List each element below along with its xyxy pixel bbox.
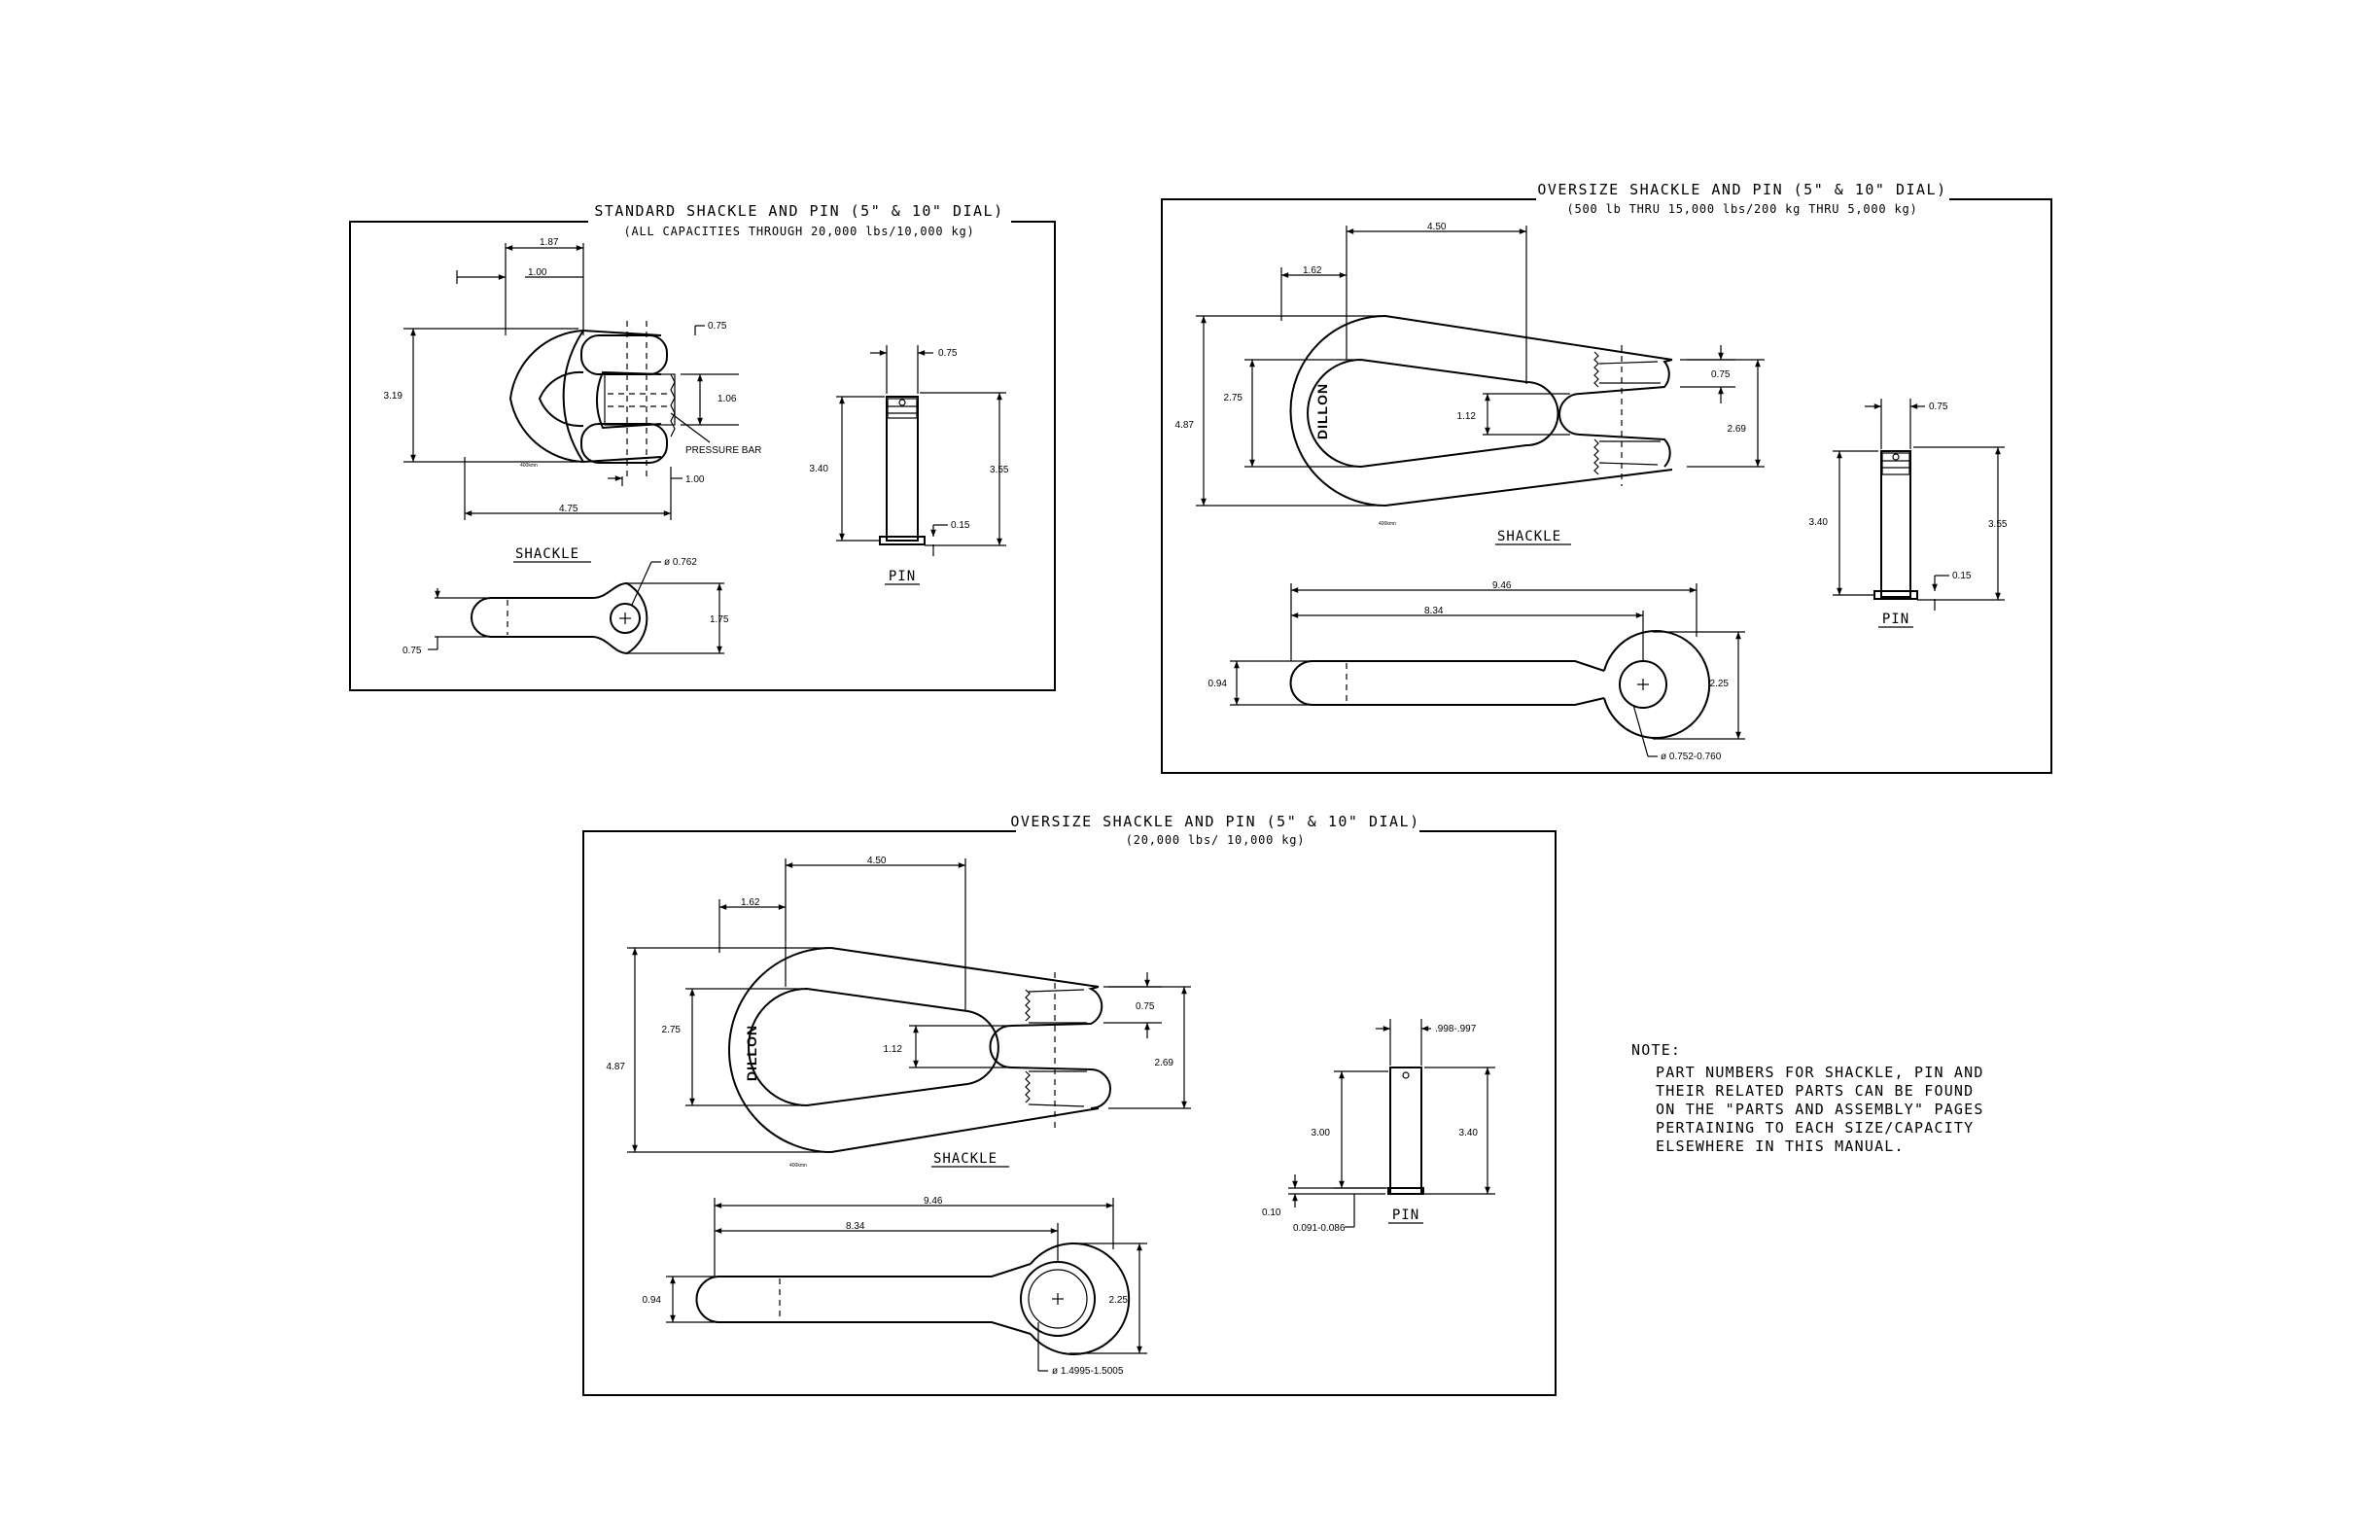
- p3-dim-2-25: 2.25: [1109, 1295, 1129, 1306]
- panel-oversize-shackle-large: OVERSIZE SHACKLE AND PIN (5" & 10" DIAL)…: [582, 813, 1557, 1396]
- pressure-bar-label: PRESSURE BAR: [685, 445, 761, 456]
- panel-3-subtitle: (20,000 lbs/ 10,000 kg): [1126, 833, 1306, 847]
- p3-dim-1-12: 1.12: [884, 1044, 903, 1055]
- panel-3-title: OVERSIZE SHACKLE AND PIN (5" & 10" DIAL): [1010, 813, 1419, 830]
- oversize-shackle-top-view-large: [695, 1242, 1131, 1355]
- p2-dim-4-87: 4.87: [1175, 420, 1195, 431]
- p3-pin-dim-998: .998-.997: [1435, 1024, 1477, 1034]
- panel-2-shackle-label: SHACKLE: [1497, 529, 1561, 544]
- panel-2-pin-label: PIN: [1882, 612, 1909, 627]
- panel-3-shackle-label: SHACKLE: [933, 1151, 998, 1167]
- p3-pin-dim-3-00: 3.00: [1312, 1128, 1331, 1138]
- panel-3-brand: DILLON: [744, 1025, 759, 1081]
- panel-oversize-shackle-small: OVERSIZE SHACKLE AND PIN (5" & 10" DIAL)…: [1161, 181, 2052, 774]
- p2-dim-4-50: 4.50: [1427, 222, 1447, 232]
- note-line: PERTAINING TO EACH SIZE/CAPACITY: [1656, 1119, 1974, 1137]
- p3-dim-4-87: 4.87: [607, 1062, 626, 1072]
- panel-3-pin-label: PIN: [1392, 1208, 1419, 1223]
- oversize-shackle-top-view-small: [1289, 630, 1711, 739]
- panel-2-subtitle: (500 lb THRU 15,000 lbs/200 kg THRU 5,00…: [1566, 202, 1917, 216]
- p2-dim-2-25: 2.25: [1710, 679, 1730, 689]
- p3-dim-2-75: 2.75: [662, 1025, 682, 1035]
- note-block: NOTE: PART NUMBERS FOR SHACKLE, PIN AND …: [1631, 1041, 1984, 1155]
- p3-dim-dia-1-4995: ø 1.4995-1.5005: [1052, 1366, 1124, 1377]
- p2-dim-2-69: 2.69: [1728, 424, 1747, 435]
- p2-dim-1-12: 1.12: [1457, 411, 1477, 422]
- dim-1-06: 1.06: [718, 394, 737, 404]
- dim-dia-0-762: ø 0.762: [664, 557, 697, 568]
- oversize-shackle-side-view-large: DILLON 400kmn: [728, 947, 1111, 1169]
- p3-dim-0-94: 0.94: [643, 1295, 662, 1306]
- dim-0-75-top: 0.75: [708, 321, 727, 332]
- oversize-shackle-side-view-small: DILLON 400kmn: [1289, 315, 1673, 527]
- dim-1-75: 1.75: [710, 614, 729, 625]
- panel-1-pin-label: PIN: [889, 569, 916, 584]
- dim-4-75: 4.75: [559, 504, 578, 514]
- note-line: ELSEWHERE IN THIS MANUAL.: [1656, 1138, 1905, 1155]
- p2-dim-dia-0-752: ø 0.752-0.760: [1661, 752, 1722, 762]
- p3-pin-dim-3-40: 3.40: [1459, 1128, 1479, 1138]
- panel-2-title: OVERSIZE SHACKLE AND PIN (5" & 10" DIAL): [1537, 181, 1946, 198]
- standard-pin: [879, 396, 926, 545]
- panel-standard-shackle: STANDARD SHACKLE AND PIN (5" & 10" DIAL)…: [349, 202, 1056, 691]
- dim-1-87: 1.87: [540, 237, 559, 248]
- p2-dim-8-34: 8.34: [1424, 606, 1444, 616]
- standard-shackle-side-view: 400kmn: [508, 321, 676, 476]
- p2-pin-dim-3-40: 3.40: [1809, 517, 1829, 528]
- panel-1-subtitle: (ALL CAPACITIES THROUGH 20,000 lbs/10,00…: [623, 225, 974, 238]
- p2-pin-dim-3-55: 3.55: [1988, 519, 2008, 530]
- p3-dim-9-46: 9.46: [924, 1196, 943, 1207]
- p3-dim-0-75: 0.75: [1136, 1001, 1155, 1012]
- dim-3-19: 3.19: [384, 391, 403, 402]
- p2-dim-9-46: 9.46: [1492, 580, 1512, 591]
- panel-2-frame: [1161, 198, 2052, 774]
- p3-pin-dim-0-091: 0.091-0.086: [1293, 1223, 1346, 1234]
- p2-dim-0-75: 0.75: [1711, 369, 1731, 380]
- p3-dim-2-69: 2.69: [1155, 1058, 1174, 1068]
- p3-dim-8-34: 8.34: [846, 1221, 865, 1232]
- oversize-pin-large: [1387, 1067, 1424, 1195]
- part-number-mark: 400kmn: [520, 463, 538, 469]
- panel-1-shackle-label: SHACKLE: [515, 546, 579, 562]
- pin-dim-0-15: 0.15: [951, 520, 970, 531]
- p3-dim-1-62: 1.62: [741, 897, 760, 908]
- p2-pin-dim-0-75: 0.75: [1929, 402, 1948, 412]
- note-heading: NOTE:: [1631, 1041, 1681, 1059]
- pin-dim-3-55: 3.55: [990, 465, 1009, 475]
- pin-dim-3-40: 3.40: [810, 464, 829, 474]
- dim-1-00-bottom: 1.00: [685, 474, 705, 485]
- dim-0-75-left: 0.75: [402, 646, 422, 656]
- p2-dim-0-94: 0.94: [1208, 679, 1228, 689]
- part-number-mark: 400kmn: [789, 1163, 807, 1169]
- p3-dim-4-50: 4.50: [867, 856, 887, 866]
- panel-2-brand: DILLON: [1314, 383, 1330, 439]
- p2-dim-2-75: 2.75: [1224, 393, 1243, 403]
- note-line: ON THE "PARTS AND ASSEMBLY" PAGES: [1656, 1101, 1984, 1118]
- p2-dim-1-62: 1.62: [1303, 265, 1322, 276]
- dim-1-00-top: 1.00: [528, 267, 547, 278]
- p2-pin-dim-0-15: 0.15: [1952, 571, 1972, 581]
- panel-3-frame: [582, 830, 1557, 1396]
- note-line: THEIR RELATED PARTS CAN BE FOUND: [1656, 1082, 1974, 1100]
- pin-dim-0-75: 0.75: [938, 348, 958, 359]
- note-line: PART NUMBERS FOR SHACKLE, PIN AND: [1656, 1064, 1984, 1081]
- p3-pin-dim-0-10: 0.10: [1262, 1208, 1281, 1218]
- panel-1-frame: [349, 221, 1056, 691]
- standard-shackle-top-view: [471, 581, 648, 655]
- oversize-pin-small: [1873, 450, 1918, 600]
- part-number-mark: 400kmn: [1379, 521, 1396, 527]
- panel-1-title: STANDARD SHACKLE AND PIN (5" & 10" DIAL): [594, 202, 1003, 220]
